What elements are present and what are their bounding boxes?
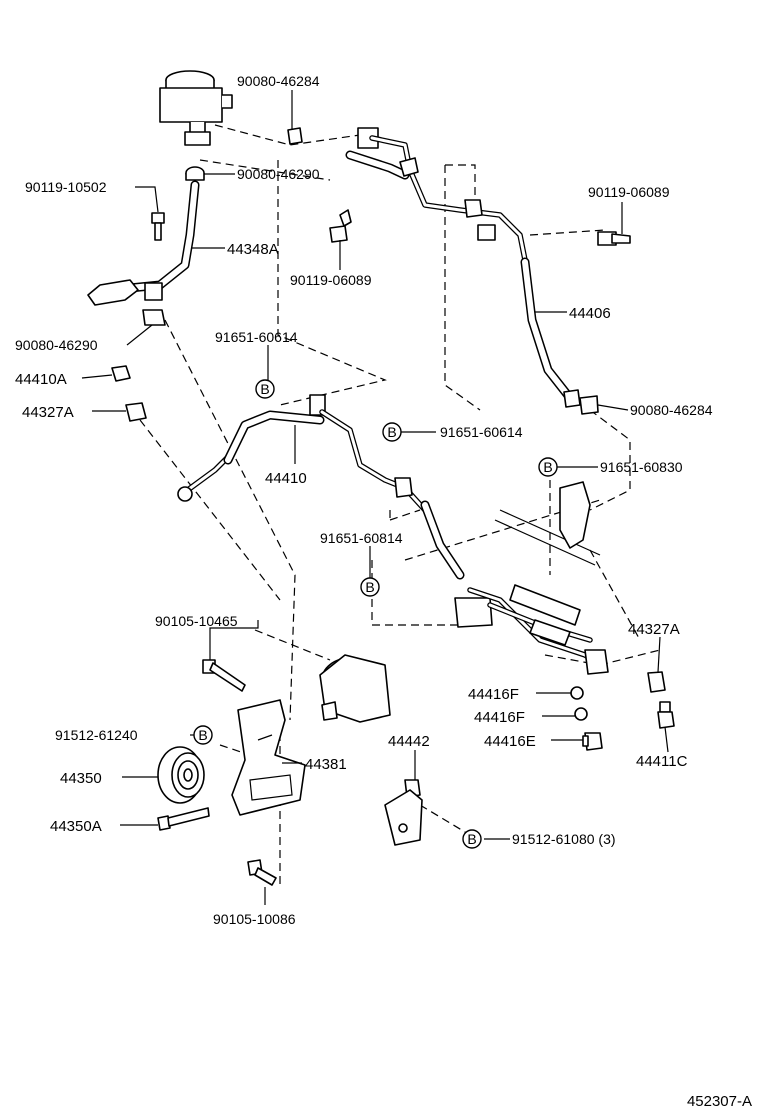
seal-44416F-a	[570, 686, 584, 700]
label-90080-46290-left: 90080-46290	[15, 337, 98, 353]
diagram-id: 452307-A	[687, 1093, 752, 1110]
steering-rack-assembly	[454, 481, 609, 675]
label-91512-61240: 91512-61240	[55, 727, 138, 743]
bolt-marker-b-text: B	[365, 579, 374, 595]
return-hose-44348A	[87, 180, 200, 306]
label-44410A: 44410A	[15, 371, 67, 388]
label-44411C: 44411C	[636, 753, 688, 770]
seal-44416F-b	[574, 707, 588, 721]
pulley-44350	[157, 746, 205, 804]
label-90119-10502: 90119-10502	[25, 179, 107, 195]
bolt-marker-b-text: B	[198, 727, 207, 743]
label-44416F-a: 44416F	[468, 686, 519, 703]
bolt-90119-06089-right	[597, 231, 631, 246]
leader-lines	[81, 90, 669, 905]
hose-clip-top	[287, 127, 303, 145]
label-44350A: 44350A	[50, 818, 102, 835]
bolt-marker-b-4: B	[360, 577, 380, 597]
hose-clip-lower	[142, 309, 166, 326]
bolt-marker-b-3: B	[538, 457, 558, 477]
hose-clip-right	[579, 395, 599, 415]
part-labels: 90080-46284 90080-46290 90119-10502 4434…	[15, 73, 713, 927]
bolt-44350A	[157, 807, 210, 831]
label-44410: 44410	[265, 470, 307, 487]
union-44327A-left	[125, 402, 147, 422]
label-90119-06089-mid: 90119-06089	[290, 272, 372, 288]
label-44350: 44350	[60, 770, 102, 787]
bracket-44442	[384, 779, 423, 846]
label-90105-10086: 90105-10086	[213, 911, 296, 927]
bolt-marker-b-1: B	[255, 379, 275, 399]
label-90080-46284-top: 90080-46284	[237, 73, 320, 89]
label-44348A: 44348A	[227, 241, 279, 258]
label-44327A-left: 44327A	[22, 404, 74, 421]
label-90080-46290-top: 90080-46290	[237, 166, 320, 182]
bolt-marker-b-2: B	[382, 422, 402, 442]
label-91651-60814: 91651-60814	[320, 530, 403, 546]
bracket-44381	[231, 699, 306, 816]
hose-clip-upper	[185, 166, 205, 181]
bolt-marker-b-text: B	[543, 459, 552, 475]
bolt-90119-10502	[151, 212, 165, 241]
bolt-marker-b-text: B	[467, 831, 476, 847]
pressure-tube-44410	[177, 394, 465, 580]
label-44327A-right: 44327A	[628, 621, 680, 638]
fitting-44411C	[657, 701, 675, 729]
label-91651-60830: 91651-60830	[600, 459, 683, 475]
label-91512-61080: 91512-61080 (3)	[512, 831, 616, 847]
nut-44410A	[111, 365, 131, 382]
union-44327A-right	[647, 671, 666, 693]
power-steering-pump	[319, 654, 391, 723]
label-44416F-b: 44416F	[474, 709, 525, 726]
label-90105-10465: 90105-10465	[155, 613, 238, 629]
label-90080-46284-right: 90080-46284	[630, 402, 713, 418]
bolt-marker-b-text: B	[387, 424, 396, 440]
label-44416E: 44416E	[484, 733, 536, 750]
label-91651-60614-a: 91651-60614	[215, 329, 298, 345]
reservoir-tank	[159, 70, 233, 146]
label-91651-60614-b: 91651-60614	[440, 424, 523, 440]
label-44406: 44406	[569, 305, 611, 322]
label-44442: 44442	[388, 733, 430, 750]
label-44381: 44381	[305, 756, 347, 773]
bolt-marker-b-5: B	[193, 725, 213, 745]
bolt-marker-b-6: B	[462, 829, 482, 849]
bolt-marker-b-text: B	[260, 381, 269, 397]
pressure-tube-upper	[345, 127, 581, 408]
bolt-90119-06089-mid	[329, 209, 352, 243]
label-90119-06089-right: 90119-06089	[588, 184, 670, 200]
bolt-90105-10086	[247, 859, 277, 886]
bolt-90105-10465	[202, 659, 246, 692]
fitting-44416E	[582, 732, 603, 751]
